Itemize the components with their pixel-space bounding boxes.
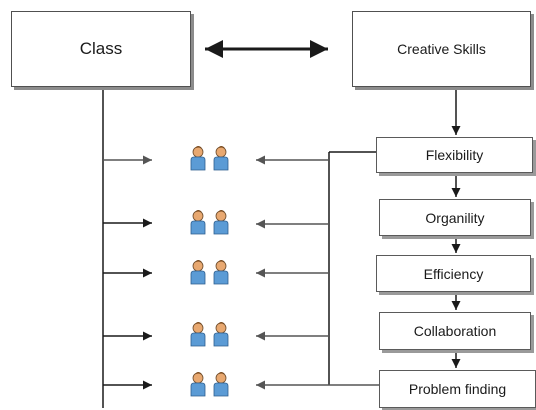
skill-label: Problem finding	[408, 381, 507, 397]
skill-box-flexibility: Flexibility	[376, 137, 533, 173]
class-box: Class	[11, 11, 191, 87]
student-pair-icon	[190, 259, 229, 285]
skill-box-collaboration: Collaboration	[379, 312, 531, 350]
skill-box-organility: Organility	[379, 199, 531, 236]
student-pair-icon	[190, 209, 229, 235]
skill-box-efficiency: Efficiency	[376, 255, 531, 292]
skill-box-problem-finding: Problem finding	[379, 370, 536, 408]
student-pair-icon	[190, 321, 229, 347]
skill-label: Flexibility	[425, 147, 484, 163]
skill-label: Efficiency	[423, 265, 484, 282]
creative-skills-label: Creative Skills	[397, 41, 486, 57]
student-pair-icon	[190, 371, 229, 397]
creative-skills-box: Creative Skills	[352, 11, 531, 87]
skill-label: Collaboration	[413, 323, 497, 339]
class-label: Class	[79, 39, 123, 58]
skill-label: Organility	[425, 209, 485, 226]
student-pair-icon	[190, 145, 229, 171]
